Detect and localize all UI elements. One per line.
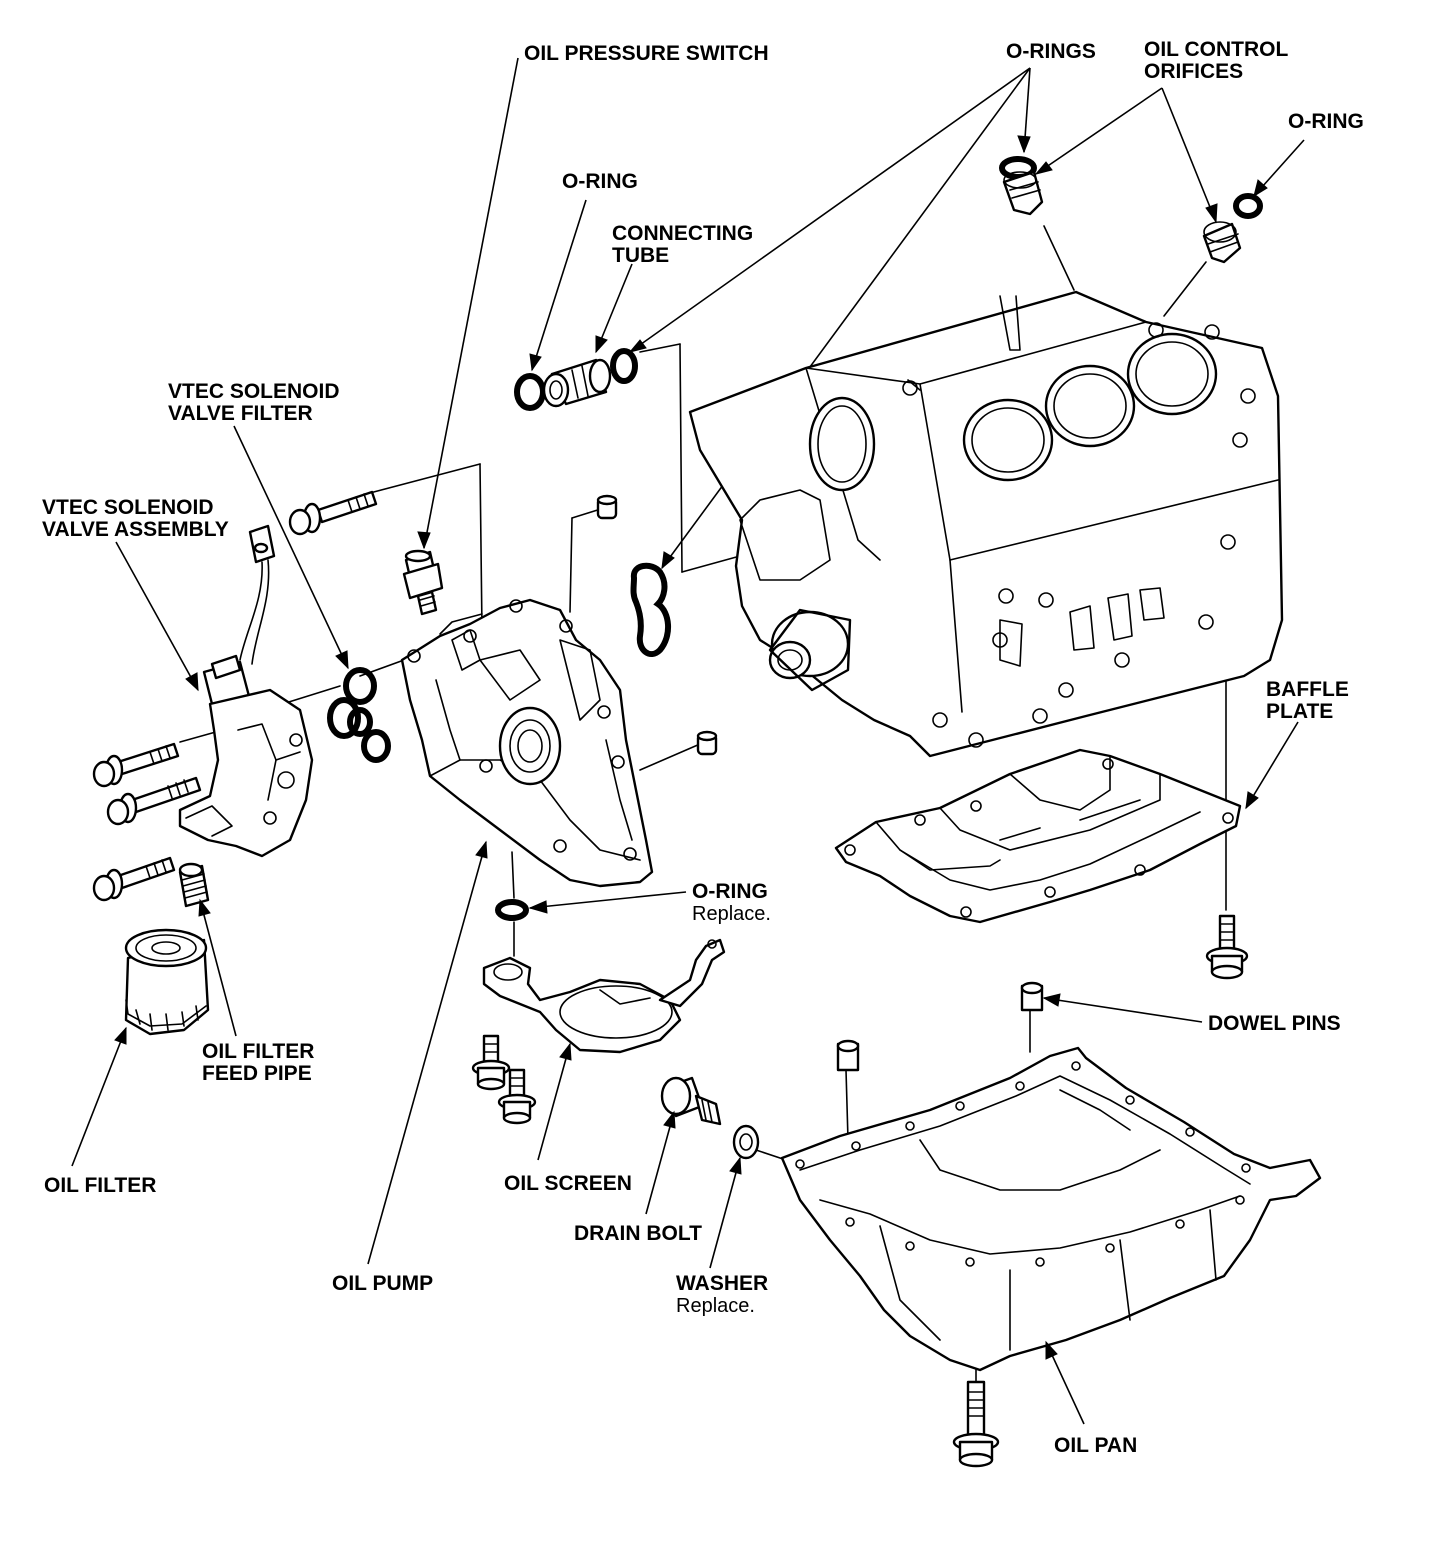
label-oil-screen: OIL SCREEN bbox=[504, 1172, 632, 1195]
oil-screen-bolt-1 bbox=[471, 1034, 511, 1091]
arrow-o-rings-2 bbox=[661, 551, 675, 570]
label-connecting-tube-1: CONNECTING bbox=[612, 222, 753, 245]
oil-pump-gasket bbox=[630, 562, 671, 657]
arrow-o-ring-top-right bbox=[1253, 179, 1268, 198]
label-oil-control-orifices-2: ORIFICES bbox=[1144, 60, 1243, 83]
connecting-tube-part bbox=[542, 358, 612, 408]
arrow-orifice-2 bbox=[1205, 203, 1218, 224]
drain-bolt-part bbox=[660, 1076, 722, 1126]
label-vtec-assembly-1: VTEC SOLENOID bbox=[42, 496, 214, 519]
baffle-plate bbox=[834, 748, 1242, 924]
dowel-pin-1 bbox=[1020, 981, 1044, 1012]
label-o-ring-pump-note: Replace. bbox=[692, 903, 771, 925]
oil-pump-bolt-top bbox=[288, 490, 378, 536]
label-vtec-filter-2: VALVE FILTER bbox=[168, 402, 313, 425]
arrow-orifice-1 bbox=[1034, 161, 1053, 175]
arrow-dowel-pins bbox=[1042, 993, 1061, 1007]
label-vtec-filter-1: VTEC SOLENOID bbox=[168, 380, 340, 403]
label-o-ring-pump: O-RING bbox=[692, 880, 768, 903]
oil-pump-dowel-top bbox=[596, 494, 618, 520]
oil-filter-part bbox=[124, 928, 210, 1036]
label-o-ring-left: O-RING bbox=[562, 170, 638, 193]
arrow-o-rings-1 bbox=[628, 339, 647, 353]
label-washer-note: Replace. bbox=[676, 1295, 755, 1317]
oil-pump-part bbox=[400, 598, 654, 888]
arrow-o-ring-left bbox=[529, 353, 542, 372]
arrow-washer bbox=[729, 1156, 742, 1175]
arrow-o-ring-pump bbox=[528, 900, 548, 914]
vtec-solenoid-valve-assembly-part bbox=[178, 524, 314, 858]
label-baffle-plate-1: BAFFLE bbox=[1266, 678, 1349, 701]
label-baffle-plate-2: PLATE bbox=[1266, 700, 1333, 723]
arrow-o-rings-3 bbox=[1017, 135, 1031, 154]
oil-control-orifice-1 bbox=[1002, 170, 1044, 216]
baffle-plate-bolt bbox=[1205, 914, 1249, 980]
dowel-pin-2 bbox=[836, 1039, 860, 1072]
label-vtec-assembly-2: VALVE ASSEMBLY bbox=[42, 518, 229, 541]
arrowheads bbox=[114, 135, 1268, 1360]
label-oil-filter-feed-pipe-2: FEED PIPE bbox=[202, 1062, 312, 1085]
label-oil-control-orifices-1: OIL CONTROL bbox=[1144, 38, 1288, 61]
label-oil-pan: OIL PAN bbox=[1054, 1434, 1137, 1457]
vtec-bolt-3 bbox=[92, 856, 176, 902]
washer-part bbox=[732, 1124, 760, 1160]
label-o-ring-top-right: O-RING bbox=[1288, 110, 1364, 133]
arrow-oil-filter bbox=[114, 1026, 127, 1045]
vtec-solenoid-valve-filter-part bbox=[327, 667, 391, 763]
arrow-feed-pipe bbox=[198, 898, 211, 917]
oil-control-orifice-2 bbox=[1202, 221, 1242, 264]
oil-pump-dowel-right bbox=[696, 730, 718, 756]
o-ring-pump-part bbox=[495, 899, 529, 921]
vtec-bolt-2 bbox=[106, 776, 202, 826]
oil-pan-bolt bbox=[952, 1380, 1000, 1468]
label-oil-pressure-switch: OIL PRESSURE SWITCH bbox=[524, 42, 769, 65]
oil-screen-bolt-2 bbox=[497, 1068, 537, 1125]
oil-pan-part bbox=[780, 1046, 1322, 1372]
o-ring-left-part bbox=[514, 373, 546, 411]
oil-pressure-switch-part bbox=[402, 549, 444, 616]
arrow-vtec-filter bbox=[335, 650, 349, 670]
engine-block bbox=[688, 290, 1284, 758]
label-washer: WASHER bbox=[676, 1272, 768, 1295]
leader-lines bbox=[71, 57, 1305, 1425]
arrow-connecting-tube bbox=[595, 335, 608, 354]
arrow-oil-pump bbox=[475, 840, 488, 859]
arrow-drain-bolt bbox=[663, 1110, 676, 1129]
arrow-oil-pressure-switch bbox=[417, 531, 431, 550]
label-connecting-tube-2: TUBE bbox=[612, 244, 669, 267]
oil-filter-feed-pipe-part bbox=[178, 862, 210, 908]
label-o-rings-top: O-RINGS bbox=[1006, 40, 1096, 63]
oil-screen-part bbox=[482, 938, 726, 1054]
arrow-oil-screen bbox=[559, 1042, 572, 1061]
vtec-bolt-1 bbox=[92, 742, 180, 788]
arrow-vtec-assembly bbox=[185, 672, 199, 692]
arrow-oil-pan bbox=[1045, 1340, 1058, 1360]
label-oil-filter-feed-pipe-1: OIL FILTER bbox=[202, 1040, 314, 1063]
label-dowel-pins: DOWEL PINS bbox=[1208, 1012, 1341, 1035]
arrow-baffle-plate bbox=[1245, 791, 1259, 810]
label-drain-bolt: DRAIN BOLT bbox=[574, 1222, 702, 1245]
o-ring-top-right-part bbox=[1233, 193, 1263, 219]
labels: OIL PRESSURE SWITCH O-RINGS OIL CONTROL … bbox=[42, 38, 1364, 1457]
label-oil-pump: OIL PUMP bbox=[332, 1272, 433, 1295]
label-oil-filter: OIL FILTER bbox=[44, 1174, 156, 1197]
o-ring-connecting-right bbox=[610, 348, 638, 384]
